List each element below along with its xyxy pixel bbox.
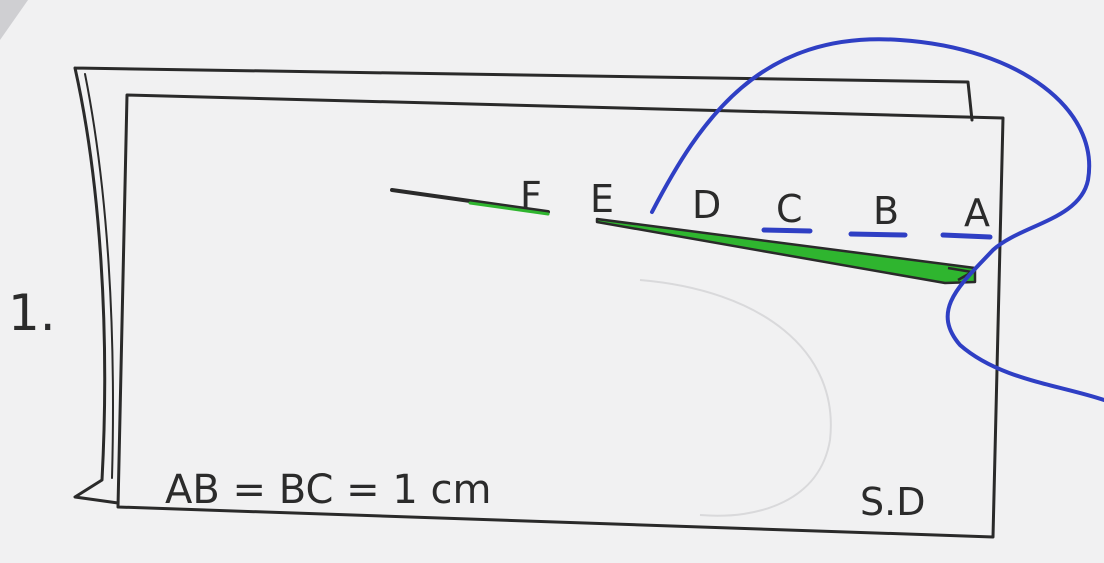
box-back-panel	[73, 66, 974, 505]
faint-guide-arc	[639, 279, 832, 517]
label-d: D	[692, 183, 721, 227]
given-statement: AB = BC = 1 cm	[165, 467, 491, 513]
label-a: A	[964, 191, 990, 235]
problem-number: 1.	[8, 284, 56, 342]
underline-b	[848, 231, 908, 238]
label-e: E	[590, 177, 614, 221]
label-c: C	[776, 187, 803, 231]
blue-curve	[650, 37, 1104, 402]
paper-corner	[0, 0, 28, 40]
label-f: F	[520, 174, 542, 218]
box-front-rectangle	[116, 93, 1005, 539]
label-b: B	[873, 189, 899, 233]
segment-f	[390, 188, 550, 216]
underline-a	[940, 232, 993, 240]
corner-label: S.D	[860, 480, 925, 524]
underline-c	[761, 227, 813, 234]
box-back-inner-edge	[84, 73, 114, 479]
